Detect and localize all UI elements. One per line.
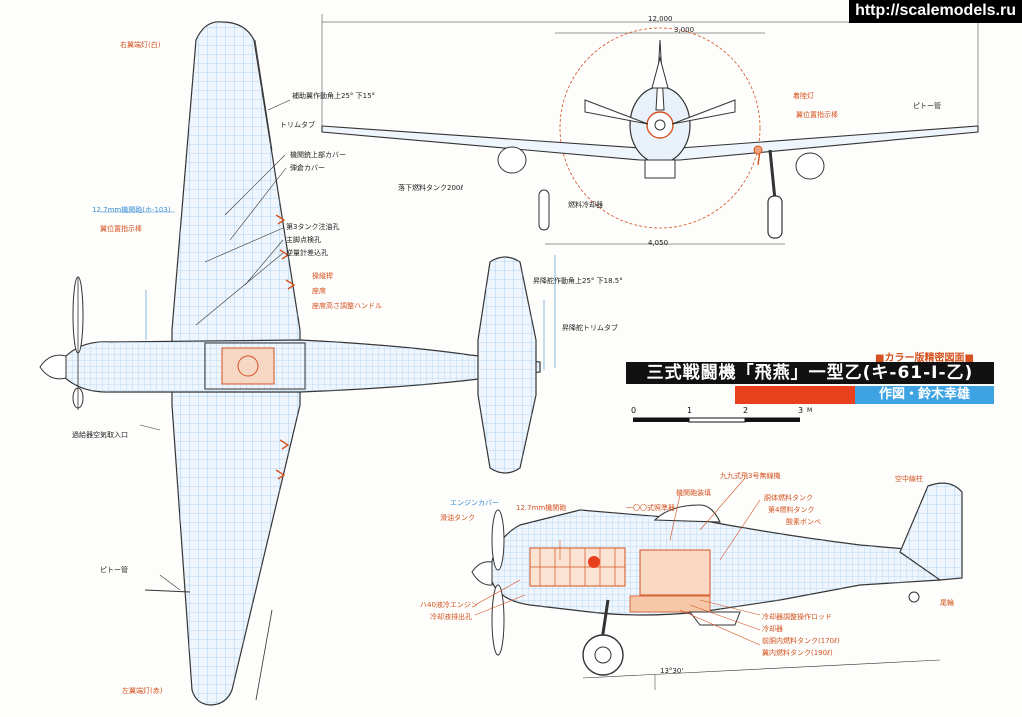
label-fuselage-tank: 胴体燃料タンク — [764, 494, 813, 502]
label-control-stick: 操縦桿 — [312, 272, 333, 280]
dim-prop: 3,000 — [674, 26, 695, 34]
label-oil-tank: 滑油タンク — [440, 514, 475, 522]
title-series: ■カラー版精密図面■ — [875, 353, 974, 364]
dim-height: 4,050 — [648, 239, 669, 247]
label-left-tip: 左翼端灯(赤) — [122, 687, 163, 695]
label-pitot-front: ピトー管 — [913, 102, 941, 110]
label-elevator-angle: 昇降舵作動角上25° 下18.5° — [533, 277, 623, 285]
label-aileron: 補助翼作動角上25° 下15° — [292, 92, 376, 100]
label-elevator-tab: 昇降舵トリムタブ — [562, 324, 618, 332]
title-red-bar — [735, 386, 855, 404]
label-right-tip: 右翼端灯(白) — [120, 41, 161, 49]
label-gun-charger: 機関砲装填 — [676, 489, 711, 497]
top-view — [39, 21, 556, 706]
label-radio-mast: 空中線柱 — [895, 475, 923, 483]
label-drop-tank: 落下燃料タンク200ℓ — [398, 184, 464, 192]
label-tank4: 第4燃料タンク — [768, 506, 815, 514]
label-tailwheel: 尾輪 — [940, 599, 954, 607]
title-author: 作図・鈴木幸雄 — [855, 386, 994, 404]
label-fuel-cooler: 燃料冷却器 — [568, 201, 603, 209]
label-radiator-rod: 冷却器調整操作ロッド — [762, 613, 832, 621]
watermark-link[interactable]: http://scalemodels.ru — [849, 0, 1022, 23]
scale-tick-3: 3 — [798, 406, 804, 415]
label-reverse-fill: 逆量計差込孔 — [286, 249, 328, 257]
label-ammo-cover: 弾倉カバー — [290, 164, 325, 172]
label-landing-light: 着陸灯 — [793, 92, 814, 100]
scale-tick-0: 0 — [631, 406, 637, 415]
scale-tick-1: 1 — [687, 406, 693, 415]
label-tank3: 第3タンク注油孔 — [286, 223, 340, 231]
dim-span: 12,000 — [648, 15, 673, 23]
label-fuselage-mg: 12.7mm機関砲 — [516, 504, 567, 512]
scale-tick-2: 2 — [743, 406, 749, 415]
label-mg127: 12.7mm機関砲(ホ-103) — [92, 206, 171, 214]
label-seat-adjust: 座席高さ調整ハンドル — [312, 302, 382, 310]
label-supercharger-intake: 過給器空気取入口 — [72, 431, 128, 439]
scale-bar — [633, 417, 800, 423]
label-gun-cover: 機関銃上部カバー — [290, 151, 346, 159]
label-wing-tank: 翼内燃料タンク(190ℓ) — [762, 649, 833, 657]
label-wing-pos-bar: 翼位置指示棒 — [796, 111, 838, 119]
label-main-inspect: 主脚点検孔 — [286, 236, 321, 244]
front-view — [321, 14, 979, 245]
label-engine-cover: エンジンカバー — [450, 499, 499, 507]
label-oxygen: 酸素ボンベ — [786, 518, 821, 526]
label-ground-angle: 13°30' — [660, 667, 684, 675]
label-position-light: 翼位置指示棒 — [100, 225, 142, 233]
side-view — [471, 477, 963, 690]
label-engine: ハ40液冷エンジン — [420, 601, 478, 609]
label-type100: 一〇〇式照準器 — [626, 504, 675, 512]
label-seat: 座席 — [312, 287, 326, 295]
label-pitot: ピトー管 — [100, 566, 128, 574]
scale-unit: M — [807, 407, 813, 414]
label-coolant-exit: 冷却液排出孔 — [430, 613, 472, 621]
label-radiator: 冷却器 — [762, 625, 783, 633]
label-front-tank: 前胴内燃料タンク(170ℓ) — [762, 637, 840, 645]
page-title: 三式戦闘機「飛燕」一型乙(キ-61-I-乙) — [626, 362, 994, 384]
label-radio-set: 九九式飛3号無線機 — [720, 472, 781, 480]
label-trim-tab: トリムタブ — [280, 121, 315, 129]
